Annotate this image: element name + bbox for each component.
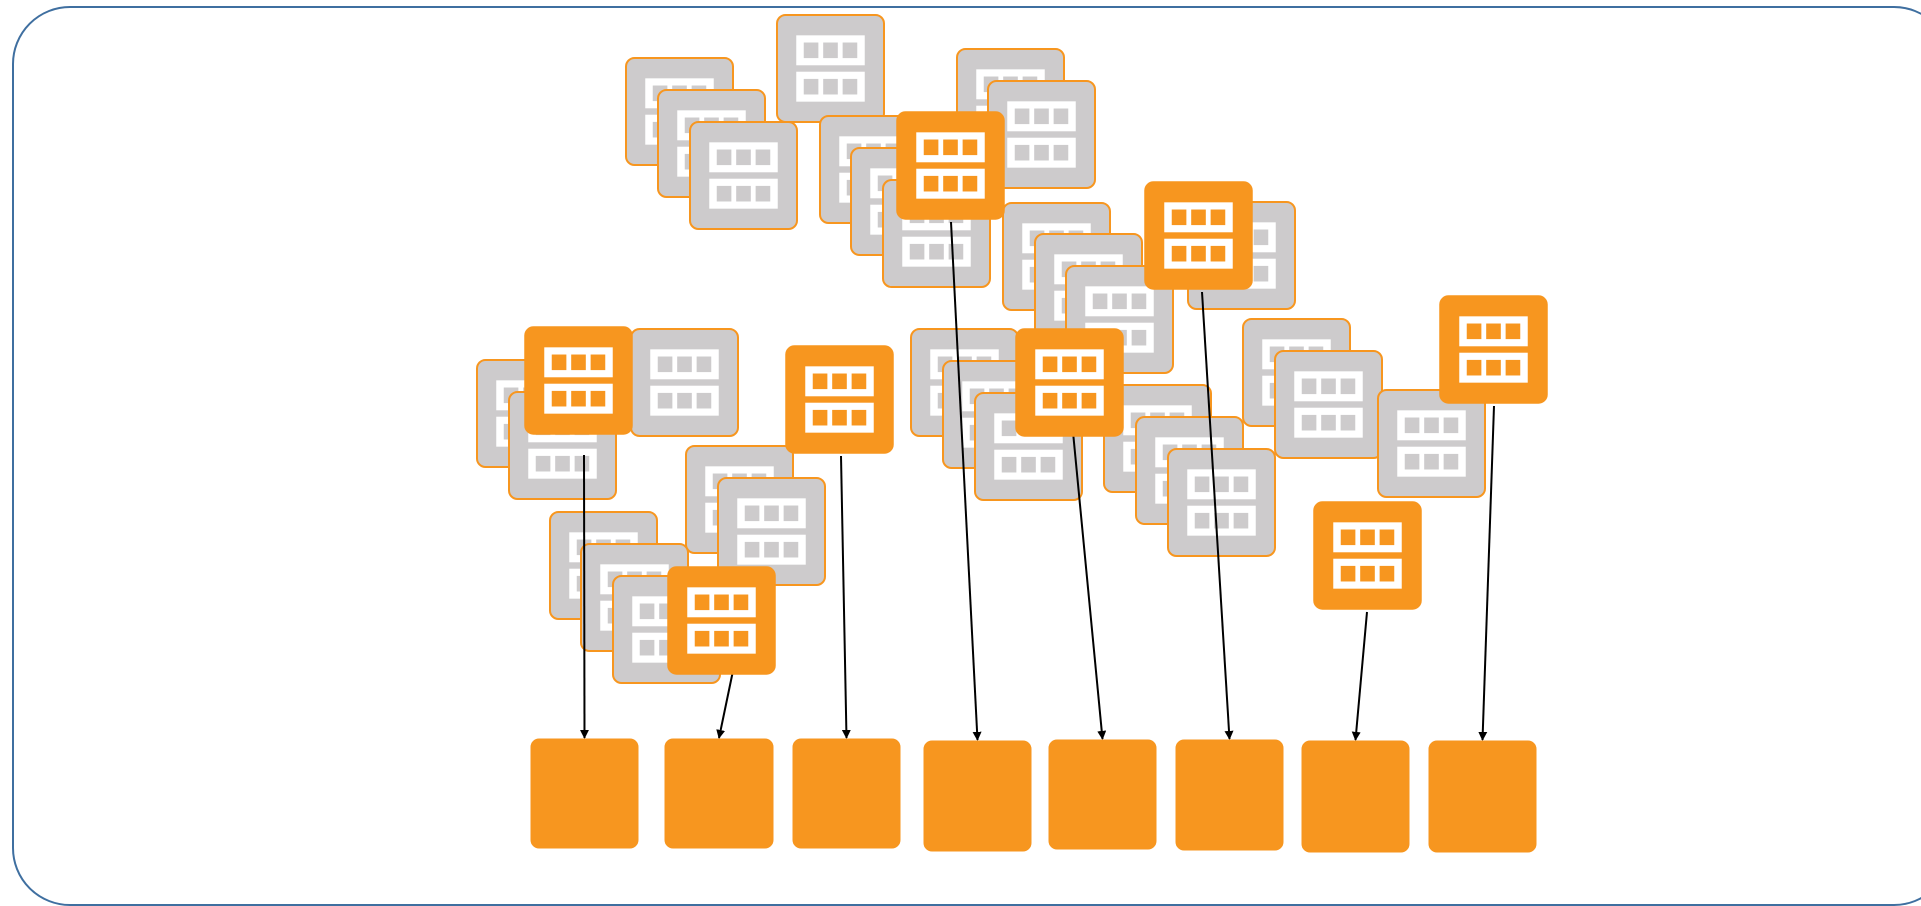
active-nodes-layer [524, 111, 1548, 675]
server-rack-icon-active-8 [1439, 295, 1548, 404]
target-block-1 [530, 738, 639, 849]
arrow-2 [716, 665, 735, 739]
server-rack-icon-active-2 [667, 566, 776, 675]
target-block-7 [1301, 740, 1410, 853]
server-rack-icon-inactive-3 [689, 121, 798, 230]
server-rack-icon-active-1 [524, 326, 633, 435]
server-rack-icon-inactive-9 [987, 80, 1096, 189]
arrow-4 [950, 221, 982, 741]
arrow-7 [1351, 611, 1368, 741]
server-rack-icon-active-7 [1313, 501, 1422, 610]
server-rack-icon-inactive-16 [630, 328, 739, 437]
server-rack-icon-active-5 [1015, 328, 1124, 437]
arrow-3 [840, 455, 851, 739]
target-block-6 [1175, 739, 1284, 851]
server-rack-icon-inactive-27 [1377, 389, 1486, 498]
target-block-3 [792, 738, 901, 849]
arrow-1 [579, 454, 589, 739]
server-rack-icon-active-4 [896, 111, 1005, 220]
target-block-8 [1428, 740, 1537, 853]
arrow-6 [1201, 291, 1234, 740]
target-block-2 [664, 738, 774, 849]
diagram-canvas [12, 6, 1921, 906]
server-rack-icon-inactive-18 [717, 477, 826, 586]
server-rack-icon-active-6 [1144, 181, 1253, 290]
target-block-5 [1048, 739, 1157, 850]
target-block-4 [923, 740, 1032, 852]
server-rack-icon-inactive-24 [1167, 448, 1276, 557]
server-rack-icon-inactive-26 [1274, 350, 1383, 459]
diagram-svg [476, 14, 1548, 853]
arrow-5 [1072, 431, 1107, 740]
arrow-8 [1478, 405, 1495, 741]
server-rack-icon-active-3 [785, 345, 894, 454]
targets-layer [530, 738, 1537, 853]
server-rack-icon-inactive-4 [776, 14, 885, 123]
arrows-layer [579, 221, 1495, 741]
